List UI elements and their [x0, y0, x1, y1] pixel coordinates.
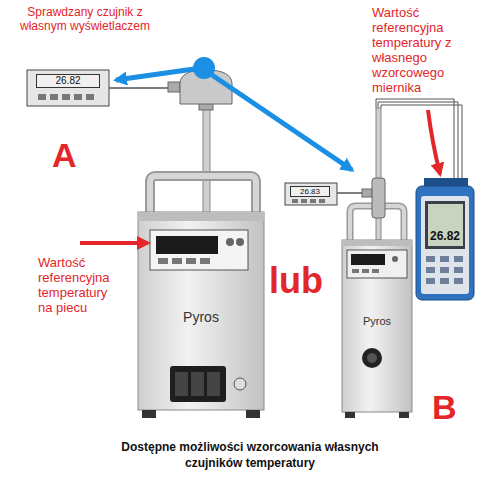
furnace-plug	[367, 353, 377, 363]
panel-button	[352, 269, 359, 273]
alternative-word: lub	[269, 260, 323, 301]
furnace-top	[138, 212, 264, 221]
meter-button	[454, 267, 463, 273]
brand-name: Pyros	[183, 310, 219, 324]
furnace-plug	[234, 378, 246, 390]
furnace-top	[342, 240, 412, 246]
temperature-reading: 26.82	[55, 76, 80, 86]
display-button	[86, 94, 94, 100]
probe-arm	[362, 189, 372, 197]
meter-wire	[376, 99, 454, 178]
meter-body	[416, 186, 474, 300]
caption: Dostępne możliwości wzorcowania własnych…	[120, 440, 380, 471]
meter-button	[440, 267, 449, 273]
meter-face	[421, 196, 469, 294]
pointer-arrow	[212, 75, 352, 170]
panel-display	[156, 236, 218, 254]
probe-handle	[372, 178, 385, 218]
meter-button	[426, 256, 435, 262]
meter-button	[440, 278, 449, 284]
display-button	[301, 199, 307, 203]
temperature-reading: 26.83	[300, 188, 320, 196]
callout-label: Wartość referencyjna temperatury z własn…	[372, 6, 490, 96]
display-button	[62, 94, 70, 100]
furnace-body: Pyros	[342, 240, 412, 412]
display-button	[50, 94, 58, 100]
display-screen: 26.83	[290, 186, 330, 197]
meter-screen: 26.82	[428, 204, 463, 246]
panel-display	[351, 254, 385, 265]
meter-button	[454, 256, 463, 262]
display-button	[310, 199, 316, 203]
display-screen: 26.82	[36, 74, 100, 88]
meter-wire	[378, 102, 458, 178]
callout-arrow	[428, 110, 440, 174]
furnace-foot	[246, 410, 260, 418]
temperature-reading: 26.82	[430, 230, 460, 242]
display-housing	[285, 183, 337, 205]
callout-label: Sprawdzany czujnik z własnym wyświetlacz…	[8, 6, 162, 34]
panel-button	[186, 258, 196, 264]
furnace-socket	[191, 372, 204, 396]
meter-button	[454, 278, 463, 284]
callout-arrow	[80, 241, 148, 245]
sensor-stem	[203, 104, 210, 216]
display-button	[74, 94, 82, 100]
control-panel	[150, 230, 248, 270]
meter-screen-frame	[425, 201, 465, 249]
furnace-connector	[170, 366, 226, 402]
meter-wire	[381, 105, 462, 178]
display-button	[292, 199, 298, 203]
furnace-socket	[207, 372, 220, 396]
display-button	[319, 199, 325, 203]
panel-button	[158, 258, 168, 264]
furnace-plug	[362, 348, 382, 368]
caption-text: Dostępne możliwości wzorcowania własnych…	[120, 440, 380, 471]
callout-label: Wartość referencyjna temperatury na piec…	[38, 256, 124, 316]
callout-label: Wartość referencyjna temperatury na piec…	[38, 256, 124, 316]
panel-button	[200, 258, 210, 264]
furnace-body: Pyros	[138, 212, 264, 410]
sensor-wire	[109, 87, 168, 89]
display-button	[38, 94, 46, 100]
callout-label: Sprawdzany czujnik z własnym wyświetlacz…	[8, 6, 162, 34]
control-panel	[347, 250, 407, 278]
panel-knob	[236, 238, 244, 246]
furnace-foot	[399, 412, 409, 418]
meter-button	[426, 278, 435, 284]
sensor-wire	[337, 192, 362, 194]
brand-name: Pyros	[363, 316, 391, 327]
panel-knob	[392, 256, 398, 262]
cable-gland	[168, 82, 180, 92]
variant-letter: B	[432, 388, 457, 427]
panel-button	[372, 269, 379, 273]
furnace-body	[138, 212, 264, 410]
display-housing	[27, 70, 109, 106]
panel-button	[172, 258, 182, 264]
variant-letter: B	[432, 388, 457, 427]
variant-letter: A	[52, 136, 77, 175]
probe-stem	[376, 108, 381, 240]
callout-label: Wartość referencyjna temperatury z własn…	[372, 6, 490, 96]
panel-button	[362, 269, 369, 273]
alternative-word: lub	[269, 260, 323, 301]
furnace-foot	[345, 412, 355, 418]
variant-letter: A	[52, 136, 77, 175]
furnace-socket	[175, 372, 188, 396]
furnace-body	[342, 240, 412, 412]
meter-button	[440, 256, 449, 262]
meter-button	[426, 267, 435, 273]
furnace-handle	[150, 176, 256, 214]
panel-knob	[226, 238, 234, 246]
pointer-arrow	[116, 69, 194, 80]
furnace-foot	[142, 410, 156, 418]
furnace-handle	[150, 176, 256, 214]
